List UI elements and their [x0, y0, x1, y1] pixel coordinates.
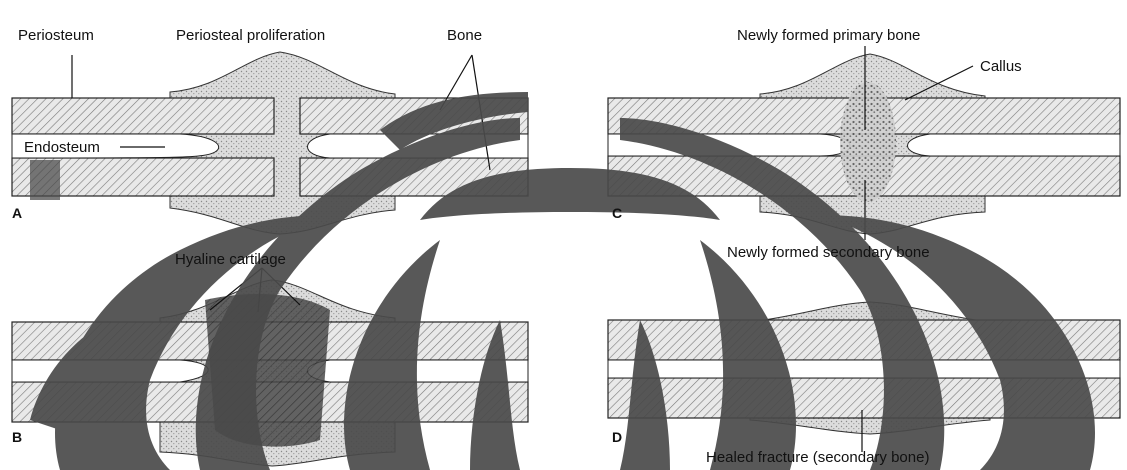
label-newly-formed-primary-bone: Newly formed primary bone — [737, 28, 920, 43]
label-callus: Callus — [980, 59, 1022, 74]
label-newly-formed-secondary-bone: Newly formed secondary bone — [727, 245, 930, 260]
label-bone: Bone — [447, 28, 482, 43]
label-healed-fracture: Healed fracture (secondary bone) — [706, 450, 929, 465]
panel-letter-c: C — [612, 206, 622, 220]
panel-letter-a: A — [12, 206, 22, 220]
panel-letter-b: B — [12, 430, 22, 444]
label-periosteum: Periosteum — [18, 28, 94, 43]
label-endosteum: Endosteum — [24, 140, 100, 155]
label-hyaline-cartilage: Hyaline cartilage — [175, 252, 286, 267]
panel-letter-d: D — [612, 430, 622, 444]
bone-cortex-a-upper-left — [12, 98, 274, 134]
label-periosteal-proliferation: Periosteal proliferation — [176, 28, 325, 43]
